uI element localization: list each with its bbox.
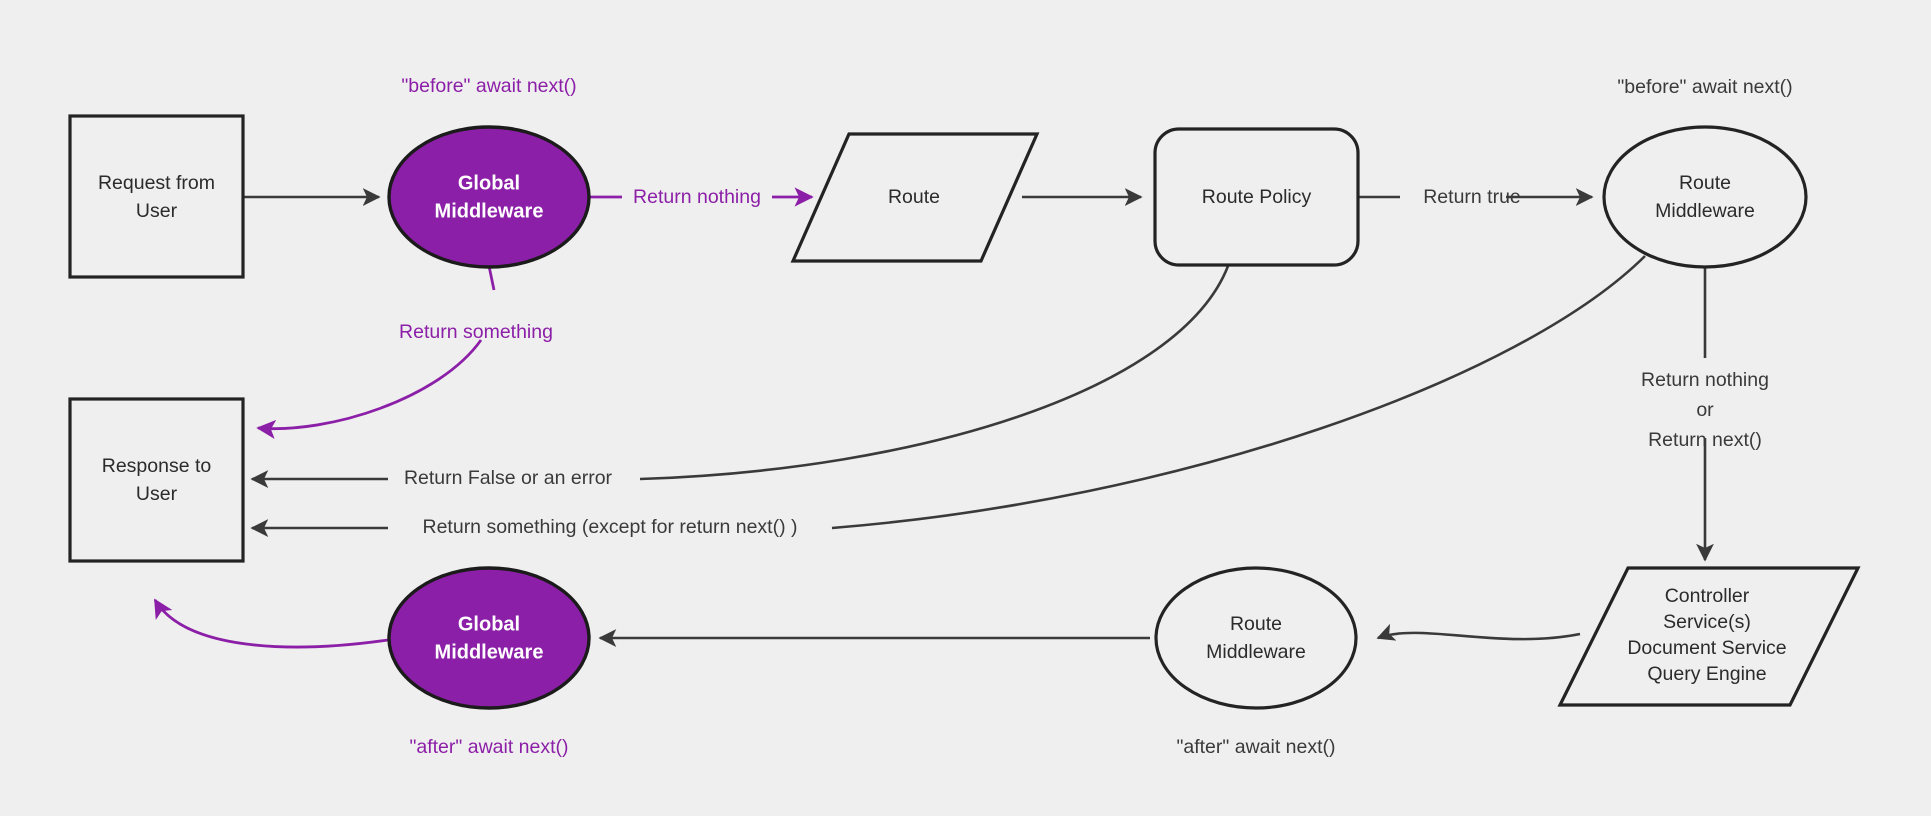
node-route[interactable]: Route <box>790 132 1040 263</box>
node-global-middleware-before[interactable]: Global Middleware <box>387 125 591 269</box>
annotation-after-await-next-route: "after" await next() <box>1176 736 1335 758</box>
route-label: Route <box>888 186 940 208</box>
annotation-after-await-next-global: "after" await next() <box>409 736 568 758</box>
edge-label-return-something-except: Return something (except for return next… <box>423 516 798 538</box>
edge-label-return-nothing-mid: Return nothing <box>1641 369 1769 391</box>
node-request-from-user[interactable]: Request from User <box>68 114 245 279</box>
response-to-user-label-line2: User <box>136 483 178 505</box>
response-to-user-label-line1: Response to <box>102 455 212 477</box>
route-policy-box[interactable] <box>1153 127 1360 267</box>
route-middleware-after-label-line1: Route <box>1230 613 1282 635</box>
global-middleware-before-label-line1: Global <box>458 172 520 194</box>
node-route-policy[interactable]: Route Policy <box>1153 127 1360 267</box>
edge-label-return-false-or-error: Return False or an error <box>404 467 613 489</box>
route-middleware-after-ellipse[interactable] <box>1154 566 1358 710</box>
global-middleware-after-label-line1: Global <box>458 613 520 635</box>
global-middleware-before-ellipse[interactable] <box>387 125 591 269</box>
node-response-to-user[interactable]: Response to User <box>68 397 245 563</box>
controller-label-line3: Document Service <box>1627 637 1786 659</box>
request-from-user-label-line2: User <box>136 200 178 222</box>
edge-label-return-true: Return true <box>1423 186 1521 208</box>
route-middleware-before-label-line1: Route <box>1679 172 1731 194</box>
global-middleware-before-label-line2: Middleware <box>435 200 544 222</box>
controller-services-parallelogram[interactable] <box>1557 566 1861 707</box>
node-controller-services[interactable]: Controller Service(s) Document Service Q… <box>1557 566 1861 707</box>
node-route-middleware-before[interactable]: Route Middleware <box>1602 125 1808 269</box>
edge-label-or: or <box>1696 399 1714 421</box>
route-middleware-after-label-line2: Middleware <box>1206 641 1306 663</box>
edge-label-return-something: Return something <box>399 321 553 343</box>
node-route-middleware-after[interactable]: Route Middleware <box>1154 566 1358 710</box>
route-middleware-before-label-line2: Middleware <box>1655 200 1755 222</box>
edge-label-return-next: Return next() <box>1648 429 1762 451</box>
controller-label-line1: Controller <box>1665 585 1750 607</box>
annotation-before-await-next-route: "before" await next() <box>1617 76 1792 98</box>
edge-global-middleware-to-response <box>256 339 483 440</box>
global-middleware-after-ellipse[interactable] <box>387 566 591 710</box>
controller-label-line2: Service(s) <box>1663 611 1751 633</box>
response-to-user-box[interactable] <box>68 397 245 563</box>
annotation-before-await-next-global: "before" await next() <box>401 75 576 97</box>
edge-global-middleware-after-to-response <box>153 598 389 649</box>
edge-label-return-nothing-top: Return nothing <box>633 186 761 208</box>
node-global-middleware-after[interactable]: Global Middleware <box>387 566 591 710</box>
request-from-user-label-line1: Request from <box>98 172 215 194</box>
request-from-user-box[interactable] <box>68 114 245 279</box>
route-middleware-before-ellipse[interactable] <box>1602 125 1808 269</box>
global-middleware-after-label-line2: Middleware <box>435 641 544 663</box>
route-policy-label: Route Policy <box>1202 186 1312 208</box>
edge-route-middleware-to-response <box>831 255 1646 530</box>
edge-controller-to-route-middleware-after <box>1376 623 1581 641</box>
controller-label-line4: Query Engine <box>1647 663 1766 685</box>
edge-route-policy-to-response <box>639 265 1230 481</box>
edge-global-middleware-to-response-stub <box>487 265 496 291</box>
route-parallelogram[interactable] <box>790 132 1040 263</box>
